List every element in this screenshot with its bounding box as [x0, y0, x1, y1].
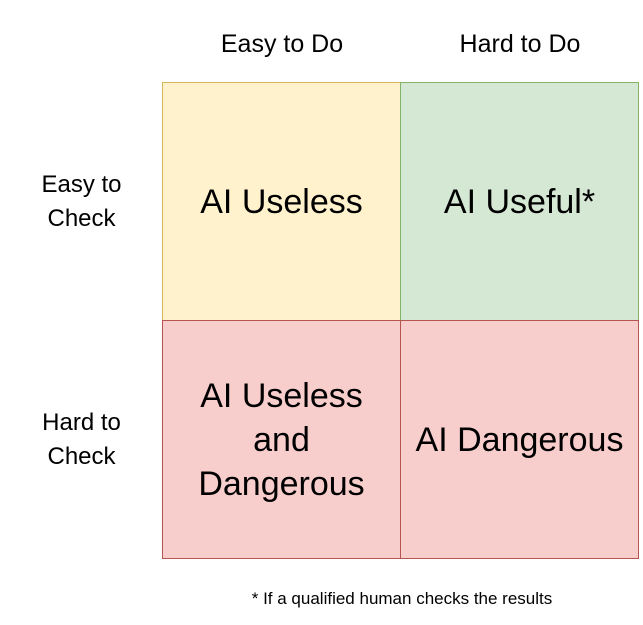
row-header-hard-to-check: Hard to Check — [0, 321, 163, 559]
quadrant-ai-useful: AI Useful* — [400, 82, 639, 321]
column-header-hard-to-do: Hard to Do — [401, 26, 639, 62]
quadrant-label: AI Useless and Dangerous — [198, 376, 365, 503]
row-header-easy-to-check: Easy to Check — [0, 83, 163, 321]
quadrant-ai-useless-and-dangerous: AI Useless and Dangerous — [162, 320, 401, 559]
quadrant-label: AI Useless — [200, 182, 363, 221]
column-header-easy-to-do: Easy to Do — [163, 26, 401, 62]
row-header-label: Hard to Check — [42, 409, 121, 470]
quadrant-ai-useless: AI Useless — [162, 82, 401, 321]
column-header-label: Hard to Do — [459, 29, 581, 58]
quadrant-ai-dangerous: AI Dangerous — [400, 320, 639, 559]
quadrant-label: AI Dangerous — [415, 420, 624, 459]
column-header-label: Easy to Do — [220, 29, 344, 58]
row-header-label: Easy to Check — [41, 171, 122, 232]
quadrant-label: AI Useful* — [443, 182, 596, 221]
footnote-text: * If a qualified human checks the result… — [251, 589, 553, 608]
footnote: * If a qualified human checks the result… — [163, 586, 641, 612]
